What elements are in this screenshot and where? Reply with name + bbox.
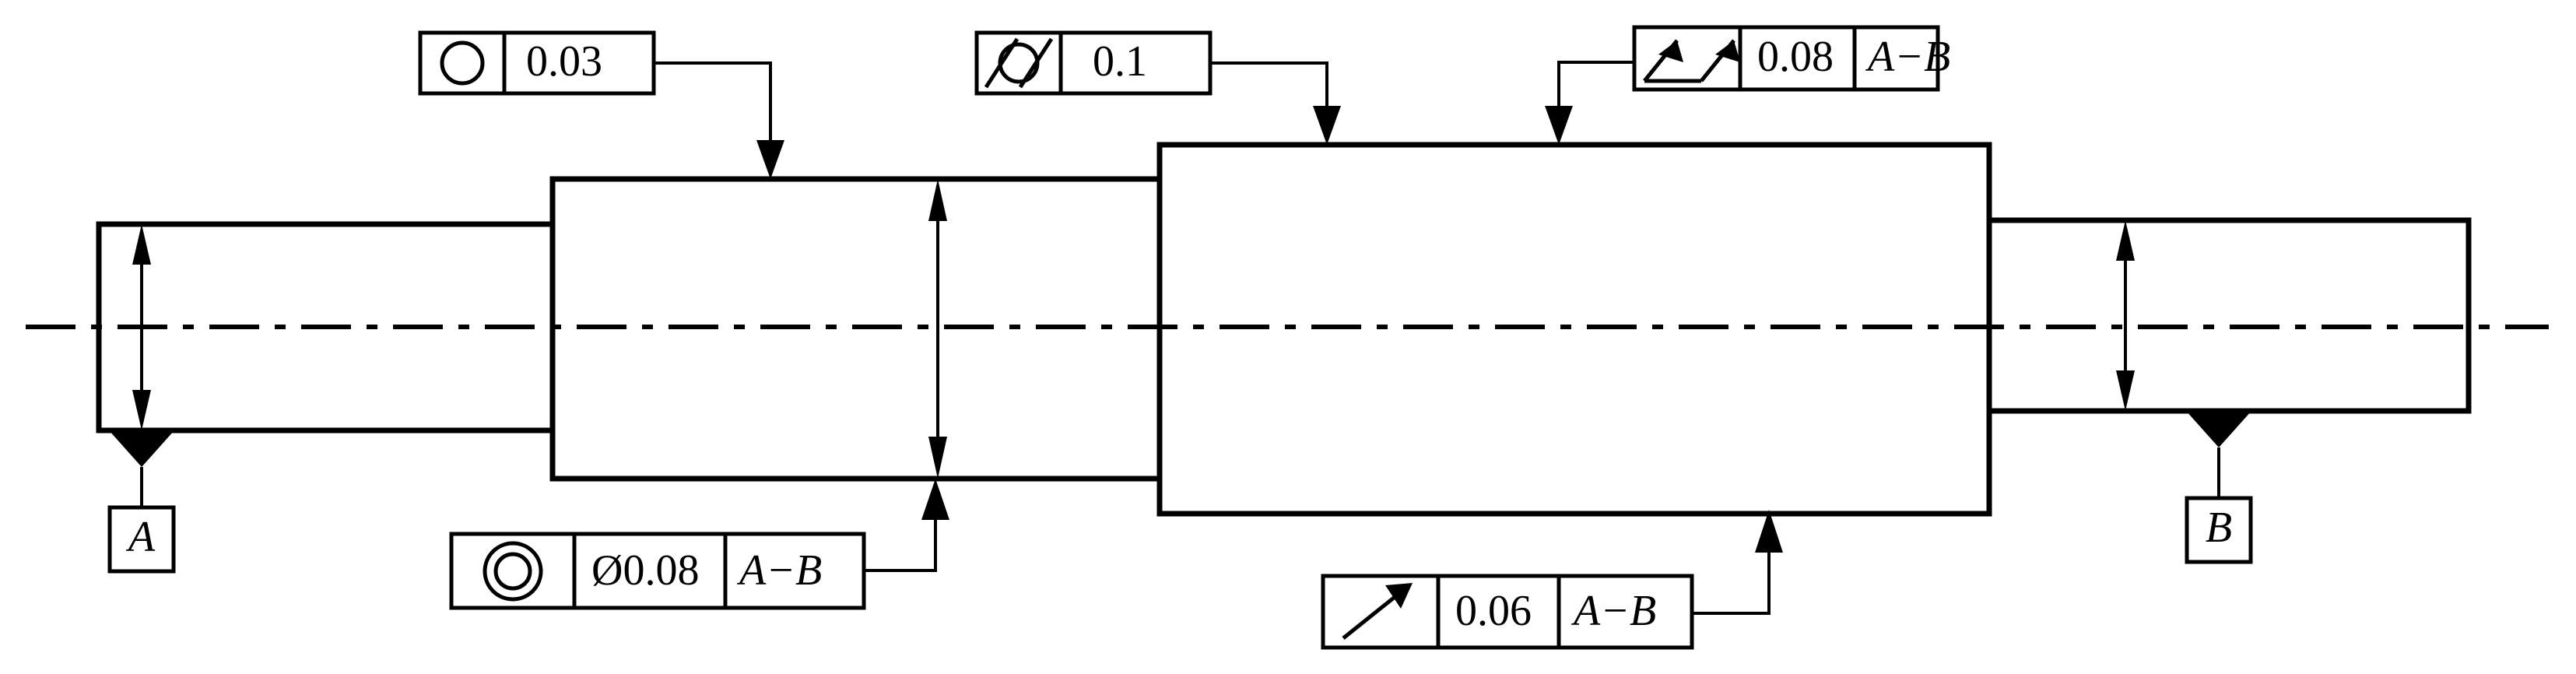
leader-arrow-total-runout (1545, 106, 1573, 145)
fcf-concentricity-tolerance: Ø0.08 (591, 546, 699, 595)
leader-concentricity (864, 514, 937, 572)
datum-a-label: A (125, 513, 156, 561)
datum-a-group[interactable]: A (107, 430, 176, 574)
fcf-total-runout-datum: A−B (1865, 33, 1950, 81)
dim-arrow-down-right (2116, 370, 2135, 411)
right-journal-outline (1986, 217, 2472, 414)
fcf-total-runout-tolerance: 0.08 (1757, 33, 1834, 81)
fcf-circular-runout-datum: A−B (1571, 587, 1656, 635)
leader-arrow-circularity (756, 140, 784, 179)
leader-circularity (654, 61, 772, 146)
fcf-concentricity-datum: A−B (736, 546, 822, 595)
fcf-circular-runout-tolerance: 0.06 (1455, 587, 1532, 635)
dim-arrow-down-mid (928, 437, 947, 479)
leader-arrow-circular-runout (1755, 510, 1783, 553)
fcf-cylindricity[interactable]: 0.1 (974, 30, 1213, 96)
dimension-right-journal (2116, 220, 2135, 411)
datum-b-group[interactable]: B (2185, 411, 2253, 564)
dimension-middle-step (928, 179, 947, 479)
circular-runout-symbol-icon (1342, 583, 1413, 640)
leader-total-runout (1557, 61, 1634, 112)
leader-circular-runout (1692, 545, 1771, 615)
fcf-concentricity[interactable]: Ø0.08 A−B (449, 532, 866, 610)
leader-lines-group (654, 61, 1783, 615)
datum-a-triangle (109, 430, 174, 467)
datum-b-box[interactable] (2185, 496, 2253, 564)
dim-arrow-up-right (2116, 220, 2135, 261)
dim-arrow-up-mid (928, 179, 947, 221)
dim-arrow-down-left (132, 390, 151, 430)
dimension-left-journal (132, 224, 151, 430)
fcf-concentricity-frame[interactable] (449, 532, 866, 610)
concentricity-symbol-icon (483, 541, 543, 602)
datum-b-triangle (2186, 411, 2251, 448)
dimension-lines-group (132, 179, 2135, 479)
circularity-symbol-icon (440, 40, 485, 86)
datum-b-label: B (2206, 504, 2232, 552)
fcf-circular-runout-frame[interactable] (1321, 574, 1694, 650)
fcf-total-runout[interactable]: 0.08 A−B (1632, 25, 1950, 92)
total-runout-symbol-icon (1643, 39, 1740, 83)
leader-arrow-cylindricity (1313, 106, 1341, 145)
fcf-circularity-tolerance: 0.03 (526, 37, 602, 86)
leader-arrow-concentricity (921, 479, 949, 520)
fcf-circular-runout[interactable]: 0.06 A−B (1321, 574, 1694, 650)
cylindricity-symbol-icon (984, 37, 1054, 89)
fcf-circularity[interactable]: 0.03 (418, 30, 656, 96)
dim-arrow-up-left (132, 224, 151, 265)
fcf-cylindricity-tolerance: 0.1 (1093, 37, 1147, 86)
leader-cylindricity (1210, 61, 1328, 112)
datum-a-box[interactable] (107, 505, 176, 574)
